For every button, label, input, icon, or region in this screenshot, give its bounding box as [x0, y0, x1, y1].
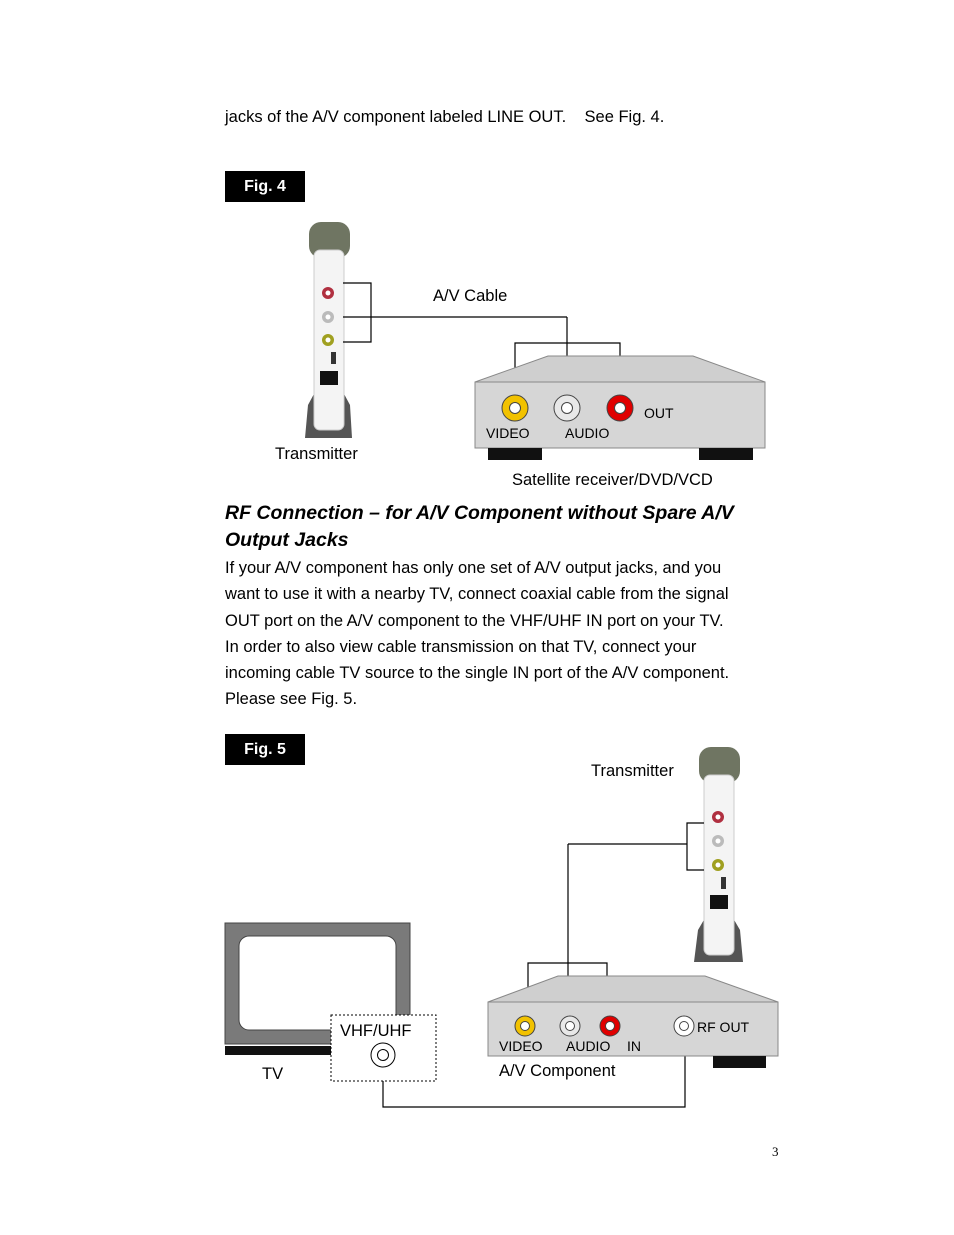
fig4-diagram: OUT VIDEO AUDIO A/V Cable Transmitter Sa…	[275, 222, 766, 489]
satellite-receiver: OUT VIDEO AUDIO	[474, 355, 766, 460]
paragraph-line: If your A/V component has only one set o…	[225, 559, 722, 577]
vhf-uhf-label: VHF/UHF	[340, 1022, 412, 1040]
section-paragraph: If your A/V component has only one set o…	[225, 555, 785, 713]
audio-red-jack	[599, 1015, 621, 1037]
av-component-device: RF OUT VIDEO AUDIO IN	[487, 975, 779, 1068]
port-out-label: OUT	[644, 405, 674, 421]
video-jack	[514, 1015, 536, 1037]
fig4-label: Fig. 4	[225, 171, 305, 202]
fig5-label: Fig. 5	[225, 734, 305, 765]
av-component-label: A/V Component	[499, 1062, 616, 1080]
port-in-label: IN	[627, 1038, 641, 1054]
paragraph-line: incoming cable TV source to the single I…	[225, 664, 730, 683]
page-number: 3	[772, 1144, 779, 1159]
paragraph-line: In order to also view cable transmission…	[225, 637, 697, 656]
port-audio-label: AUDIO	[565, 425, 609, 441]
video-jack	[501, 394, 529, 422]
audio-white-jack	[553, 394, 581, 422]
paragraph-line: want to use it with a nearby TV, connect…	[225, 585, 729, 604]
audio-red-jack	[606, 394, 634, 422]
fig5-diagram: VHF/UHF TV RF OUT VIDEO AUDIO IN A/V Com…	[224, 747, 779, 1108]
transmitter-device	[694, 747, 743, 962]
transmitter-device	[305, 222, 352, 438]
tv-label: TV	[262, 1065, 283, 1083]
paragraph-line: Please see Fig. 5.	[225, 690, 358, 709]
port-rf-out-label: RF OUT	[697, 1019, 750, 1035]
vhf-uhf-jack	[370, 1042, 396, 1068]
port-video-label: VIDEO	[486, 425, 530, 441]
section-heading: RF Connection – for A/V Component withou…	[225, 502, 734, 551]
audio-white-jack	[559, 1015, 581, 1037]
receiver-label: Satellite receiver/DVD/VCD	[512, 471, 713, 489]
transmitter-label: Transmitter	[591, 762, 674, 780]
transmitter-label: Transmitter	[275, 445, 358, 463]
port-audio-label: AUDIO	[566, 1038, 610, 1054]
paragraph-line: OUT port on the A/V component to the VHF…	[225, 611, 724, 630]
av-cable-label: A/V Cable	[433, 287, 507, 305]
intro-text: jacks of the A/V component labeled LINE …	[225, 108, 665, 126]
port-video-label: VIDEO	[499, 1038, 543, 1054]
rf-out-jack	[673, 1015, 695, 1037]
